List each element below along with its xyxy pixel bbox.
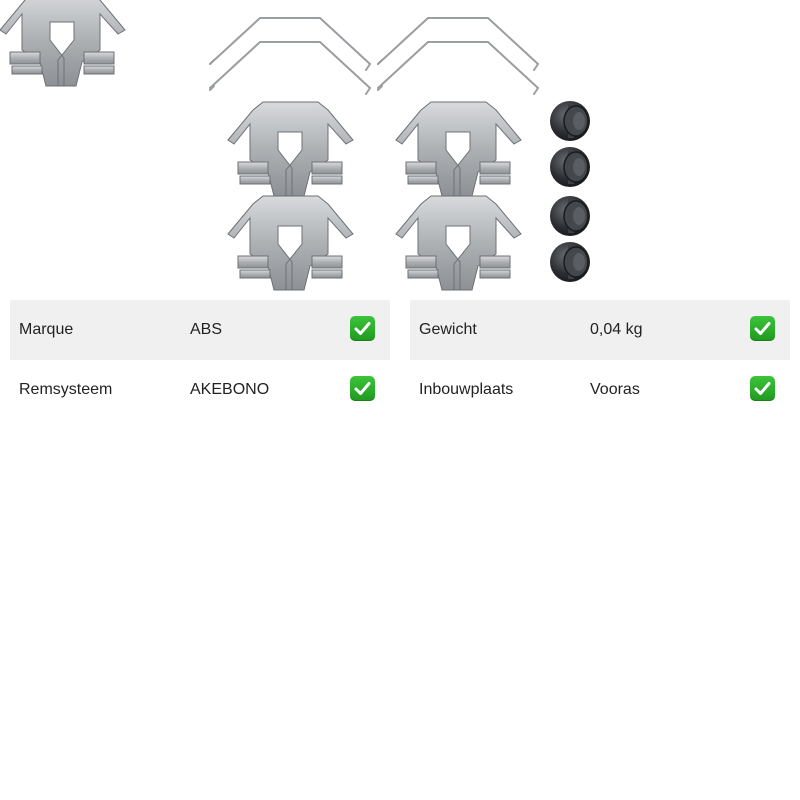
check-icon [350,316,375,341]
spec-row-marque: Marque ABS [10,300,390,360]
spec-label: Inbouwplaats [419,381,514,398]
wire-springs [209,17,539,95]
spec-value: Vooras [590,381,640,398]
check-icon [350,376,375,401]
spec-label: Remsysteem [19,381,113,398]
spec-value: AKEBONO [190,381,270,398]
spec-label: Marque [19,321,74,338]
spec-value: 0,04 kg [590,321,643,338]
spec-row-remsysteem: Remsysteem AKEBONO [10,360,390,420]
spec-label: Gewicht [419,321,477,338]
anti-rattle-clips [227,101,522,291]
spec-row-gewicht: Gewicht 0,04 kg [410,300,790,360]
product-image [0,0,590,291]
check-icon [750,376,775,401]
spec-value: ABS [190,321,223,338]
rubber-bushings [550,101,590,282]
spec-table-left: Marque ABS Remsysteem AKEBONO [10,300,390,420]
check-icon [750,316,775,341]
spec-table-right: Gewicht 0,04 kg Inbouwplaats Vooras [410,300,790,420]
spec-row-inbouwplaats: Inbouwplaats Vooras [410,360,790,420]
